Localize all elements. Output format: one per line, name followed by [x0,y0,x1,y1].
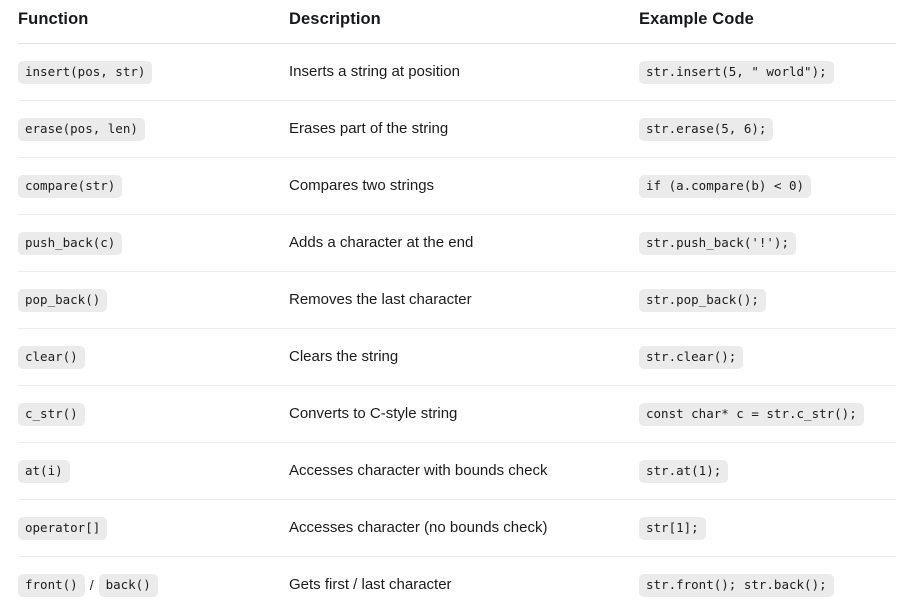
table-row: operator[] Accesses character (no bounds … [18,500,896,557]
cell-example-code: const char* c = str.c_str(); [639,386,896,443]
cell-example-code: str.erase(5, 6); [639,101,896,158]
table-row: compare(str) Compares two strings if (a.co… [18,158,896,215]
example-code-chip: str.at(1); [639,460,728,483]
cell-function: operator[] [18,500,289,557]
cell-description: Adds a character at the end [289,215,639,272]
example-code-chip: str.insert(5, " world"); [639,61,834,84]
cell-description: Removes the last character [289,272,639,329]
function-code-chip: back() [99,574,158,597]
function-code-chip: compare(str) [18,175,122,198]
cell-function: c_str() [18,386,289,443]
cell-function: compare(str) [18,158,289,215]
cell-description: Converts to C-style string [289,386,639,443]
cell-function: push_back(c) [18,215,289,272]
example-code-chip: str.erase(5, 6); [639,118,773,141]
table-header: Function Description Example Code [18,0,896,44]
description-text: Erases part of the string [289,120,448,137]
cell-function: at(i) [18,443,289,500]
cell-example-code: str.clear(); [639,329,896,386]
description-text: Inserts a string at position [289,63,460,80]
function-code-chip: front() [18,574,85,597]
function-code-chip: push_back(c) [18,232,122,255]
function-code-chip: at(i) [18,460,70,483]
description-text: Adds a character at the end [289,234,473,251]
description-text: Accesses character (no bounds check) [289,519,547,536]
description-text: Converts to C-style string [289,405,457,422]
example-code-chip: str.pop_back(); [639,289,766,312]
example-code-chip: if (a.compare(b) < 0) [639,175,811,198]
table-row: front()/back()Gets first / last characte… [18,557,896,613]
table-body: insert(pos, str) Inserts a string at posi… [18,44,896,613]
description-text: Clears the string [289,348,398,365]
cell-function: pop_back() [18,272,289,329]
cell-example-code: if (a.compare(b) < 0) [639,158,896,215]
table-row: c_str() Converts to C-style string const c… [18,386,896,443]
cell-example-code: str.insert(5, " world"); [639,44,896,101]
table-row: at(i) Accesses character with bounds chec… [18,443,896,500]
column-header-example: Example Code [639,0,896,44]
example-code-chip: str[1]; [639,517,706,540]
function-code-chip: erase(pos, len) [18,118,145,141]
function-code-chip: clear() [18,346,85,369]
function-code-chip: pop_back() [18,289,107,312]
example-code-chip: str.front(); str.back(); [639,574,834,597]
table-row: push_back(c) Adds a character at the end s… [18,215,896,272]
cell-example-code: str.front(); str.back(); [639,557,896,613]
cell-description: Accesses character (no bounds check) [289,500,639,557]
cell-function: insert(pos, str) [18,44,289,101]
function-code-chip: insert(pos, str) [18,61,152,84]
function-code-chip: c_str() [18,403,85,426]
cell-description: Erases part of the string [289,101,639,158]
cell-description: Clears the string [289,329,639,386]
function-code-chip: operator[] [18,517,107,540]
description-text: Accesses character with bounds check [289,462,547,479]
example-code-chip: str.push_back('!'); [639,232,796,255]
cell-description: Gets first / last character [289,557,639,613]
table-row: clear() Clears the string str.clear(); [18,329,896,386]
table-header-row: Function Description Example Code [18,0,896,44]
column-header-description: Description [289,0,639,44]
cell-function: front()/back() [18,557,289,613]
cell-function: erase(pos, len) [18,101,289,158]
example-code-chip: str.clear(); [639,346,743,369]
function-separator: / [85,577,99,593]
cell-description: Compares two strings [289,158,639,215]
description-text: Gets first / last character [289,576,452,593]
cell-example-code: str.at(1); [639,443,896,500]
column-header-function: Function [18,0,289,44]
cell-example-code: str.pop_back(); [639,272,896,329]
cell-function: clear() [18,329,289,386]
table-row: pop_back() Removes the last character str.… [18,272,896,329]
table-row: erase(pos, len) Erases part of the string… [18,101,896,158]
cell-description: Accesses character with bounds check [289,443,639,500]
string-functions-table: Function Description Example Code insert… [18,0,896,613]
cell-example-code: str.push_back('!'); [639,215,896,272]
cell-description: Inserts a string at position [289,44,639,101]
description-text: Compares two strings [289,177,434,194]
description-text: Removes the last character [289,291,472,308]
cell-example-code: str[1]; [639,500,896,557]
example-code-chip: const char* c = str.c_str(); [639,403,864,426]
table-row: insert(pos, str) Inserts a string at posi… [18,44,896,101]
